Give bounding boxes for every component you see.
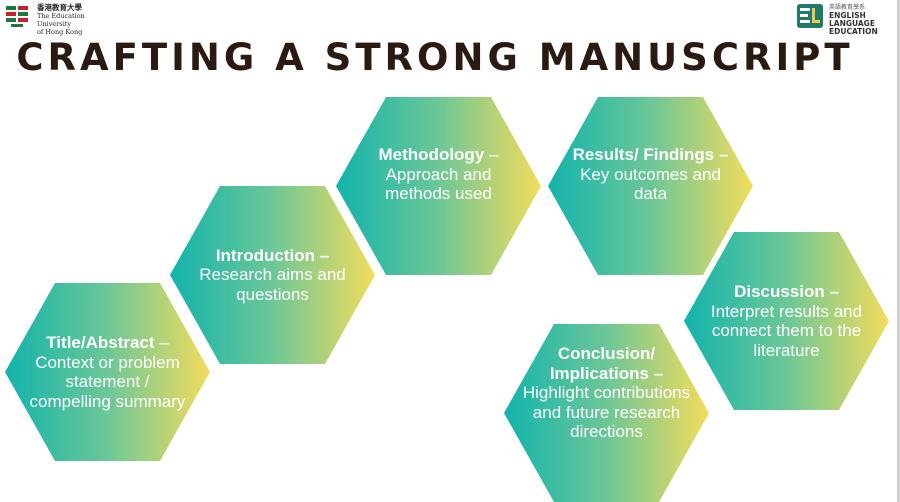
step-body: Research aims and questions	[199, 265, 346, 304]
eduhk-emblem-icon	[6, 6, 28, 27]
hexagon-conclusion-implications: Conclusion/ Implications – Highlight con…	[504, 324, 709, 502]
step-body: – Context or problem statement / compell…	[29, 333, 186, 411]
step-body: Highlight contributions and future resea…	[522, 383, 691, 441]
hexagon-results-findings: Results/ Findings – Key outcomes and dat…	[548, 97, 753, 275]
hexagon-title-abstract: Title/Abstract – Context or problem stat…	[5, 283, 210, 461]
step-body: – Approach and methods used	[385, 145, 499, 203]
step-heading: Title/Abstract	[46, 333, 155, 352]
ele-department-logo: 英語教育學系 ENGLISH LANGUAGE EDUCATION	[796, 2, 896, 36]
slide-edge	[897, 0, 900, 502]
step-heading: Methodology	[378, 145, 485, 164]
ele-emblem-icon	[797, 4, 823, 28]
eduhk-name-line2: of Hong Kong	[37, 28, 83, 36]
eduhk-logo: 香港教育大學 The Education University of Hong …	[5, 3, 115, 36]
eduhk-name-chinese: 香港教育大學	[37, 3, 82, 12]
step-body: Key outcomes and data	[580, 164, 721, 204]
ele-name-line2: EDUCATION	[829, 27, 878, 36]
step-heading: Discussion –	[734, 282, 839, 301]
eduhk-name-line1: The Education University	[37, 12, 85, 28]
ele-name-line1: ENGLISH LANGUAGE	[829, 11, 875, 28]
slide-title: CRAFTING A STRONG MANUSCRIPT	[16, 36, 854, 79]
hexagon-methodology: Methodology – Approach and methods used	[336, 97, 541, 275]
step-body: Interpret results and connect them to th…	[710, 301, 863, 360]
step-heading: Conclusion/ Implications –	[549, 344, 664, 383]
hexagon-introduction: Introduction – Research aims and questio…	[170, 186, 375, 364]
ele-name-chinese: 英語教育學系	[829, 4, 866, 11]
hexagon-discussion: Discussion – Interpret results and conne…	[684, 232, 889, 410]
step-heading: Results/ Findings –	[572, 145, 729, 164]
step-heading: Introduction –	[215, 245, 330, 265]
